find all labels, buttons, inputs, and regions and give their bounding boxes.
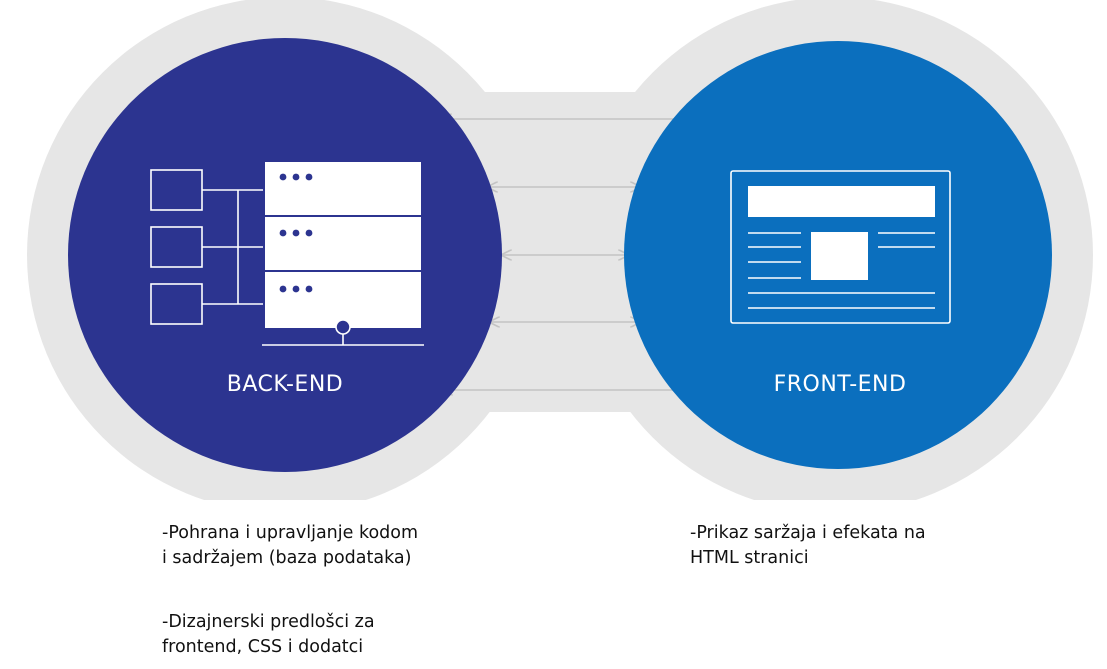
- backend-node: BACK-END: [68, 38, 502, 472]
- backend-description-templates: -Dizajnerski predlošci za frontend, CSS …: [162, 610, 375, 660]
- backend-description-storage: -Pohrana i upravljanje kodom i sadržajem…: [162, 521, 418, 571]
- description-line: frontend, CSS i dodatci: [162, 637, 364, 657]
- frontend-label: FRONT-END: [774, 372, 907, 397]
- backend-label: BACK-END: [227, 372, 343, 397]
- description-line: -Pohrana i upravljanje kodom: [162, 523, 419, 543]
- frontend-node: FRONT-END: [624, 41, 1052, 469]
- description-line: i sadržajem (baza podataka): [162, 548, 412, 568]
- frontend-description-display: -Prikaz saržaja i efekata na HTML strani…: [690, 521, 926, 571]
- description-line: HTML stranici: [690, 548, 809, 568]
- description-line: -Dizajnerski predlošci za: [162, 612, 375, 632]
- description-line: -Prikaz saržaja i efekata na: [690, 523, 926, 543]
- backend-frontend-diagram: BACK-END FRONT-END: [27, 0, 1093, 500]
- web-page-icon: [730, 170, 951, 324]
- connector-arrows: [442, 119, 688, 390]
- server-rack-icon: [150, 160, 424, 346]
